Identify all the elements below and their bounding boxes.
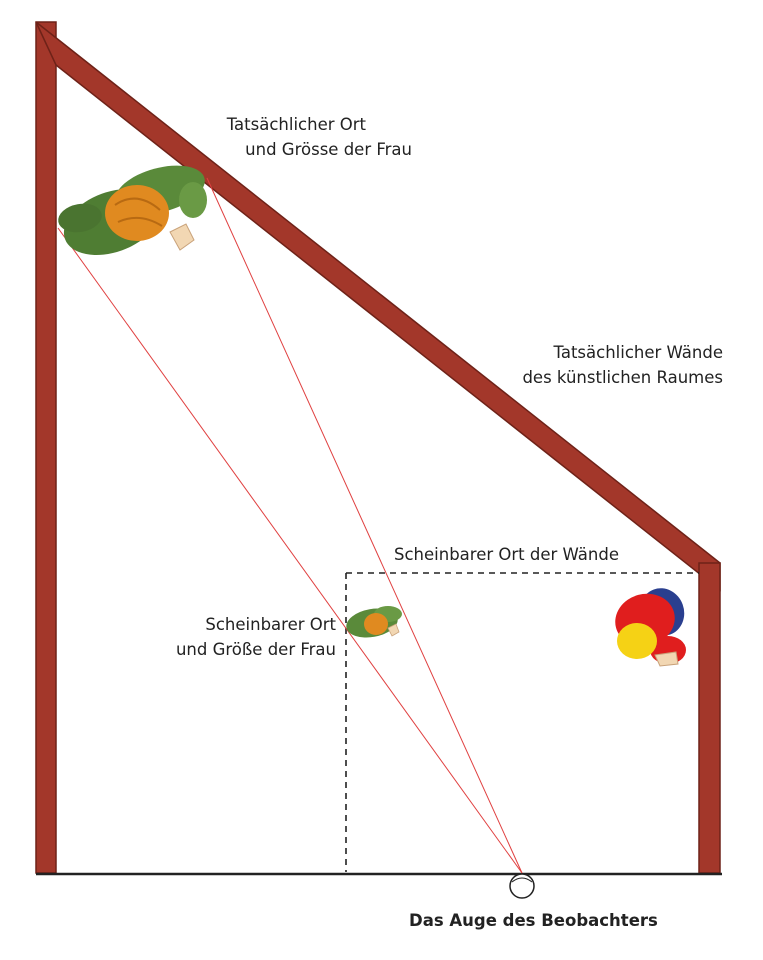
sight-lines (57, 177, 523, 874)
label-actual-woman: Tatsächlicher Ort (227, 112, 366, 137)
label-actual-walls-line2: des künstlichen Raumes (522, 368, 723, 387)
woman-actual-figure (58, 165, 207, 255)
right-wall (698, 562, 721, 874)
label-actual-woman-line2: und Grösse der Frau (245, 140, 412, 159)
left-wall (35, 21, 57, 874)
label-actual-woman-line1: Tatsächlicher Ort (226, 115, 366, 134)
label-actual-woman-2: und Grösse der Frau (245, 137, 412, 162)
label-apparent-woman: Scheinbarer Ort und Größe der Frau (176, 612, 336, 662)
man-hair (617, 623, 657, 659)
observer-eye (509, 873, 535, 899)
man-figure (615, 588, 686, 667)
woman-apparent-figure (346, 606, 402, 638)
woman-hair (105, 185, 169, 241)
label-apparent-woman-line1: Scheinbarer Ort (205, 615, 336, 634)
label-apparent-walls: Scheinbarer Ort der Wände (394, 545, 619, 564)
label-apparent-woman-line2: und Größe der Frau (175, 640, 336, 659)
label-actual-walls-line1: Tatsächlicher Wände (553, 343, 724, 362)
label-actual-walls: Tatsächlicher Wände des künstlichen Raum… (522, 340, 723, 390)
sight-line-left (57, 227, 523, 874)
actual-walls (35, 21, 721, 874)
slanted-back-wall (35, 21, 721, 592)
sight-line-right (206, 177, 523, 874)
label-observer-eye: Das Auge des Beobachters (409, 911, 658, 930)
apparent-walls (345, 572, 699, 872)
